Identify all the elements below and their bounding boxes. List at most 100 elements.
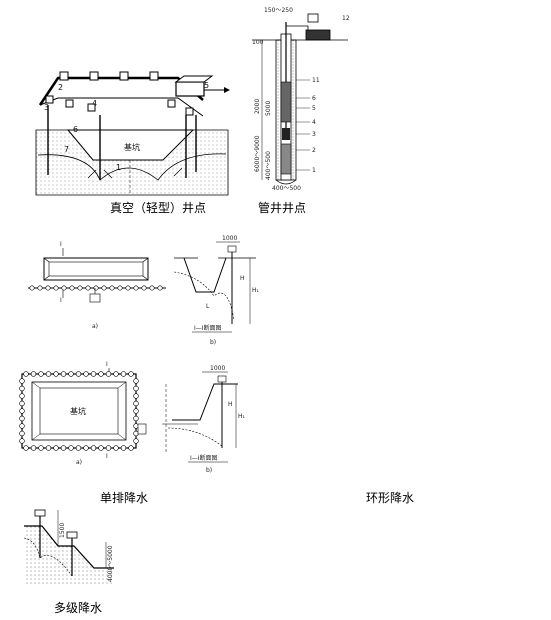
vacuum-label-2: 2 (58, 83, 63, 92)
ring-wellpoint (23, 371, 29, 377)
tube-well-bottom-dim: 400～500 (272, 185, 301, 192)
ring-h1: H₁ (238, 413, 246, 420)
ring-pit-label: 基坑 (70, 406, 86, 416)
ring-wellpoint (133, 400, 139, 407)
ring-wellpoint (68, 371, 74, 377)
tube-well-dim-400-500: 400～500 (265, 151, 272, 180)
tube-well-dim-100: 100 (252, 39, 264, 46)
caption-tube-well: 管井井点 (258, 201, 307, 215)
ring-wellpoint (38, 445, 44, 451)
ring-section-figure: 1000 H H₁ Ⅰ—Ⅰ断面图 b) (158, 362, 248, 474)
tube-well-label-6: 6 (312, 95, 316, 102)
ring-wellpoint (60, 371, 67, 377)
caption-single-row: 单排降水 (100, 491, 149, 505)
multi-stage-dim-4000-5000: 4000～5000 (107, 545, 114, 582)
ring-sub-a: a) (76, 459, 82, 466)
ring-wellpoint (23, 445, 29, 451)
caption-vacuum-wellpoint: 真空（轻型）井点 (110, 201, 207, 215)
ring-sub-b: b) (206, 467, 212, 474)
tube-well-label-5: 5 (312, 105, 316, 112)
ring-plan-figure: Ⅰ 基坑 Ⅰ a) (18, 358, 153, 466)
caption-multi-stage: 多级降水 (54, 601, 103, 615)
vacuum-label-4: 4 (92, 99, 97, 108)
multi-stage-figure: 1500 4000～5000 (22, 506, 122, 586)
ring-wellpoint (98, 371, 104, 377)
single-row-section-label: Ⅰ—Ⅰ断面图 (194, 324, 222, 332)
ring-wellpoint (83, 445, 89, 451)
tube-well-dim-2000: 2000 (254, 99, 261, 114)
ring-wellpoint (30, 371, 37, 377)
ring-wellpoint (19, 408, 25, 414)
tube-well-dim-5000: 5000 (265, 101, 272, 116)
multi-stage-dim-1500: 1500 (59, 523, 66, 538)
ring-wellpoint (19, 415, 25, 422)
ring-wellpoint (83, 371, 89, 377)
tube-well-dim-6000-9000: 6000～9000 (254, 135, 261, 172)
ring-wellpoint (45, 371, 52, 377)
ring-wellpoint (19, 378, 25, 384)
ring-wellpoint (19, 430, 25, 437)
ring-wellpoint (120, 371, 127, 377)
single-row-roman-top: Ⅰ (60, 241, 62, 248)
ring-top-dim: 1000 (210, 365, 225, 372)
ring-wellpoint (133, 438, 139, 444)
single-row-sub-a: a) (92, 323, 98, 330)
single-row-l: L (206, 303, 210, 310)
ring-wellpoint (98, 445, 104, 451)
vacuum-label-3: 3 (44, 103, 49, 112)
single-row-roman-bottom: Ⅰ (60, 297, 62, 304)
ring-wellpoint (90, 445, 97, 451)
ring-wellpoint (75, 445, 82, 451)
ring-wellpoint (19, 385, 25, 392)
single-row-h1: H₁ (252, 287, 260, 294)
tube-well-right-tag: 12 (342, 15, 350, 22)
ring-wellpoint (60, 445, 67, 451)
ring-wellpoint (133, 415, 139, 422)
ring-roman-top: Ⅰ (106, 361, 108, 368)
ring-wellpoint (30, 445, 37, 451)
tube-well-label-3: 3 (312, 131, 316, 138)
single-row-top-dim: 1000 (222, 235, 237, 242)
tube-well-label-11: 11 (312, 77, 320, 84)
ring-wellpoint (128, 445, 134, 451)
single-row-h: H (240, 275, 245, 282)
ring-wellpoint (128, 371, 134, 377)
ring-wellpoint (53, 371, 59, 377)
ring-wellpoint (133, 378, 139, 384)
ring-wellpoint (19, 393, 25, 399)
ring-roman-bottom: Ⅰ (106, 453, 108, 460)
ring-wellpoint (38, 371, 44, 377)
ring-wellpoint (133, 393, 139, 399)
tube-well-top-dims: 150～250 (264, 7, 293, 14)
vacuum-pit-label: 基坑 (124, 142, 140, 152)
ring-wellpoint (133, 430, 139, 437)
ring-wellpoint (105, 371, 112, 377)
ring-wellpoint (19, 423, 25, 429)
ring-section-label: Ⅰ—Ⅰ断面图 (190, 454, 218, 462)
vacuum-label-6: 6 (73, 125, 78, 134)
vacuum-label-7: 7 (64, 145, 69, 154)
ring-wellpoint (105, 445, 112, 451)
tube-well-label-1: 1 (312, 167, 316, 174)
vacuum-label-1: 1 (116, 163, 121, 172)
single-row-sub-b: b) (210, 339, 216, 346)
vacuum-wellpoint-figure: 基坑 1 2 3 4 5 6 7 (28, 60, 233, 200)
ring-wellpoint (75, 371, 82, 377)
ring-wellpoint (133, 385, 139, 392)
single-row-section-figure: 1000 H H₁ L Ⅰ—Ⅰ断面图 b) (170, 232, 260, 347)
tube-well-label-4: 4 (312, 119, 316, 126)
ring-wellpoint (19, 438, 25, 444)
ring-wellpoint (133, 423, 139, 429)
tube-well-label-2: 2 (312, 147, 316, 154)
tube-well-figure: 150～250 12 100 2000 5000 6000～9000 400～5… (250, 4, 350, 192)
ring-wellpoint (113, 371, 119, 377)
ring-wellpoint (90, 371, 97, 377)
vacuum-label-5: 5 (204, 81, 209, 90)
ring-h: H (228, 401, 233, 408)
ring-wellpoint (68, 445, 74, 451)
single-row-plan-figure: Ⅰ Ⅰ a) (26, 238, 168, 333)
caption-ring: 环形降水 (366, 491, 415, 505)
ring-wellpoint (133, 408, 139, 414)
ring-wellpoint (120, 445, 127, 451)
ring-wellpoint (53, 445, 59, 451)
